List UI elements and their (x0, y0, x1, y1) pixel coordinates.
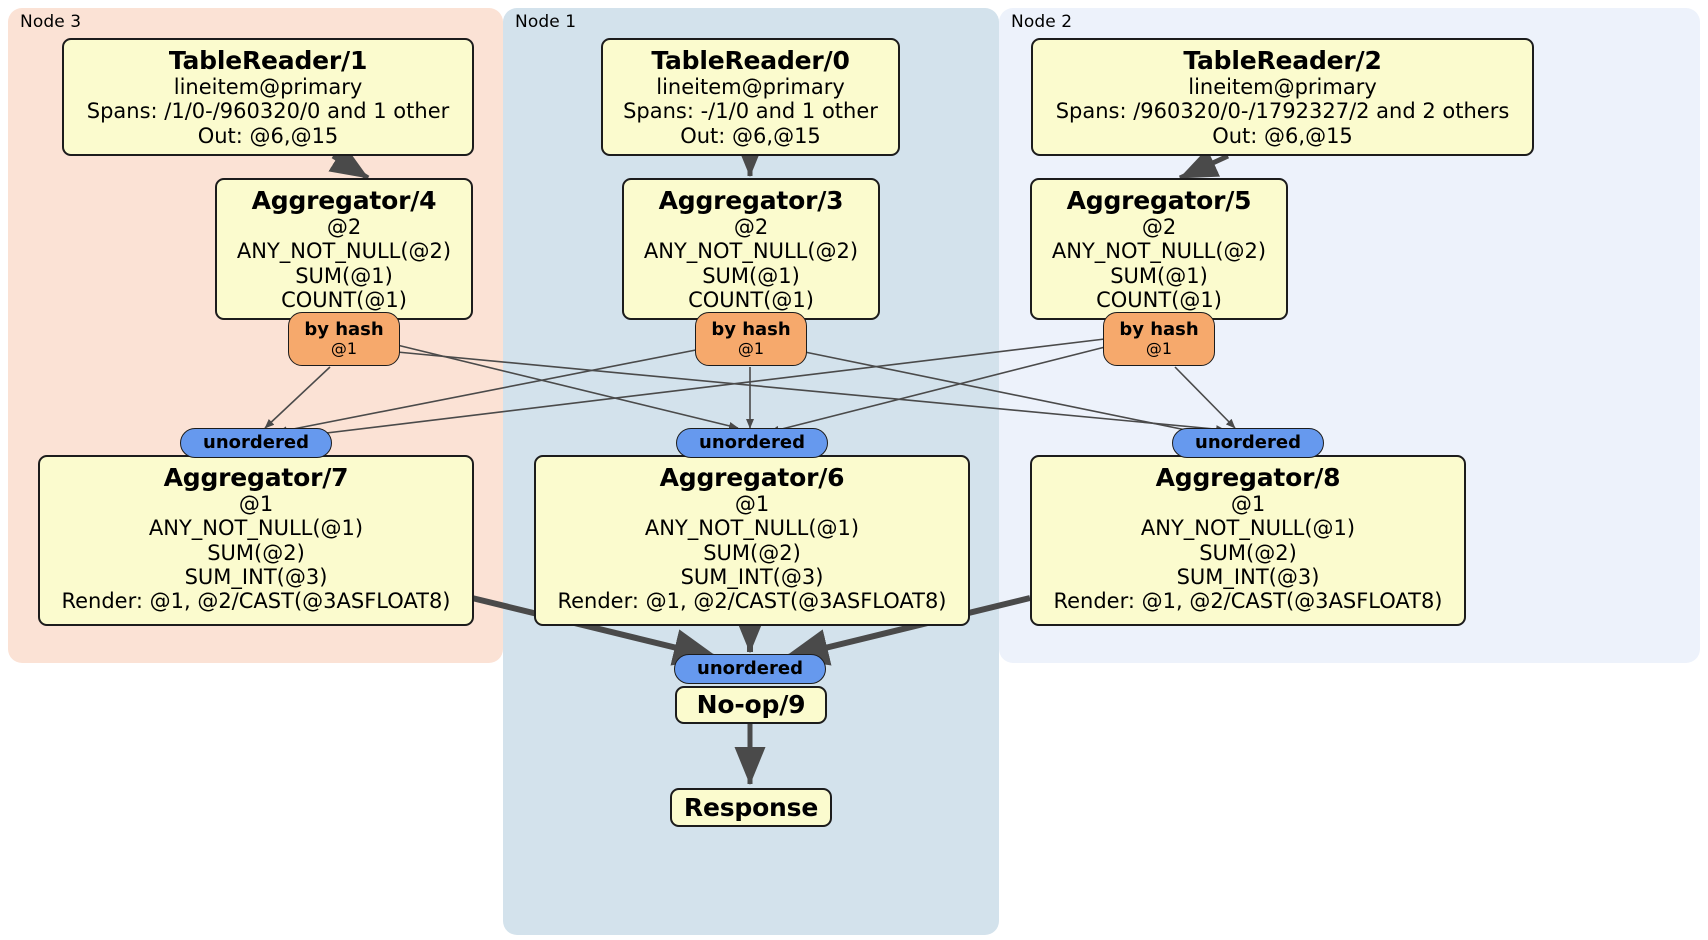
processor-aggregator-5[interactable]: Aggregator/5 @2 ANY_NOT_NULL(@2) SUM(@1)… (1030, 178, 1288, 320)
processor-aggregator-6[interactable]: Aggregator/6 @1 ANY_NOT_NULL(@1) SUM(@2)… (534, 455, 970, 626)
processor-title: Response (683, 792, 819, 822)
processor-title: Aggregator/8 (1155, 463, 1341, 492)
processor-line: SUM_INT(@3) (680, 565, 824, 590)
processor-title: Aggregator/6 (659, 463, 845, 492)
router-key-label: @1 (737, 338, 765, 358)
router-type-label: by hash (1119, 318, 1199, 340)
processor-aggregator-8[interactable]: Aggregator/8 @1 ANY_NOT_NULL(@1) SUM(@2)… (1030, 455, 1466, 626)
processor-line: SUM(@1) (702, 263, 800, 288)
processor-title: Aggregator/7 (163, 463, 349, 492)
processor-title: Aggregator/4 (251, 186, 437, 215)
router-type-label: by hash (711, 318, 791, 340)
processor-aggregator-7[interactable]: Aggregator/7 @1 ANY_NOT_NULL(@1) SUM(@2)… (38, 455, 474, 626)
node-label-node2: Node 2 (1011, 12, 1073, 32)
synchronizer-unordered-aggregator-6[interactable]: unordered (676, 428, 828, 458)
processor-line: lineitem@primary (656, 75, 845, 99)
processor-line: Out: @6,@15 (680, 123, 821, 148)
router-by-hash-aggregator-5[interactable]: by hash @1 (1103, 312, 1215, 366)
processor-line: @2 (326, 215, 362, 239)
processor-title: Aggregator/5 (1066, 186, 1252, 215)
processor-aggregator-4[interactable]: Aggregator/4 @2 ANY_NOT_NULL(@2) SUM(@1)… (215, 178, 473, 320)
processor-tablereader-2[interactable]: TableReader/2 lineitem@primary Spans: /9… (1031, 38, 1534, 156)
router-key-label: @1 (330, 338, 358, 358)
processor-line: Spans: -/1/0 and 1 other (623, 99, 878, 124)
synchronizer-type-label: unordered (203, 432, 309, 453)
processor-line: SUM(@2) (207, 540, 305, 565)
processor-line: ANY_NOT_NULL(@1) (148, 516, 364, 541)
processor-line: lineitem@primary (1188, 75, 1377, 99)
processor-line: Render: @1, @2/CAST(@3ASFLOAT8) (61, 589, 451, 614)
processor-tablereader-1[interactable]: TableReader/1 lineitem@primary Spans: /1… (62, 38, 474, 156)
processor-line: @1 (1230, 492, 1266, 516)
synchronizer-unordered-aggregator-8[interactable]: unordered (1172, 428, 1324, 458)
processor-noop-9[interactable]: No-op/9 (675, 686, 827, 724)
processor-title: TableReader/0 (651, 46, 850, 75)
processor-title: TableReader/1 (168, 46, 368, 75)
node-label-node3: Node 3 (20, 12, 82, 32)
router-by-hash-aggregator-3[interactable]: by hash @1 (695, 312, 807, 366)
processor-line: @1 (734, 492, 770, 516)
processor-title: TableReader/2 (1183, 46, 1382, 75)
processor-line: ANY_NOT_NULL(@2) (236, 239, 452, 264)
router-type-label: by hash (304, 318, 384, 340)
processor-line: SUM(@1) (295, 263, 393, 288)
processor-line: SUM(@1) (1110, 263, 1208, 288)
processor-title: Aggregator/3 (658, 186, 844, 215)
router-by-hash-aggregator-4[interactable]: by hash @1 (288, 312, 400, 366)
processor-line: COUNT(@1) (281, 288, 407, 313)
processor-title: No-op/9 (696, 690, 806, 719)
synchronizer-unordered-noop-9[interactable]: unordered (674, 654, 826, 684)
processor-line: lineitem@primary (173, 75, 363, 99)
processor-line: ANY_NOT_NULL(@2) (643, 239, 859, 264)
processor-aggregator-3[interactable]: Aggregator/3 @2 ANY_NOT_NULL(@2) SUM(@1)… (622, 178, 880, 320)
processor-line: Render: @1, @2/CAST(@3ASFLOAT8) (1053, 589, 1443, 614)
processor-line: @2 (733, 215, 769, 239)
processor-line: SUM_INT(@3) (1176, 565, 1320, 590)
node-label-node1: Node 1 (515, 12, 577, 32)
processor-line: COUNT(@1) (688, 288, 814, 313)
processor-line: Out: @6,@15 (1212, 123, 1353, 148)
processor-tablereader-0[interactable]: TableReader/0 lineitem@primary Spans: -/… (601, 38, 900, 156)
synchronizer-type-label: unordered (1195, 432, 1301, 453)
router-key-label: @1 (1145, 338, 1173, 358)
processor-line: Spans: /1/0-/960320/0 and 1 other (86, 99, 450, 124)
processor-line: ANY_NOT_NULL(@1) (644, 516, 860, 541)
synchronizer-type-label: unordered (699, 432, 805, 453)
processor-line: Out: @6,@15 (197, 123, 339, 148)
processor-line: ANY_NOT_NULL(@2) (1051, 239, 1267, 264)
processor-response[interactable]: Response (670, 788, 832, 827)
processor-line: @2 (1141, 215, 1177, 239)
synchronizer-unordered-aggregator-7[interactable]: unordered (180, 428, 332, 458)
processor-line: Spans: /960320/0-/1792327/2 and 2 others (1055, 99, 1510, 124)
processor-line: ANY_NOT_NULL(@1) (1140, 516, 1356, 541)
processor-line: SUM_INT(@3) (184, 565, 328, 590)
processor-line: SUM(@2) (1199, 540, 1297, 565)
synchronizer-type-label: unordered (697, 658, 803, 679)
processor-line: @1 (238, 492, 274, 516)
processor-line: Render: @1, @2/CAST(@3ASFLOAT8) (557, 589, 947, 614)
processor-line: SUM(@2) (703, 540, 801, 565)
processor-line: COUNT(@1) (1096, 288, 1222, 313)
